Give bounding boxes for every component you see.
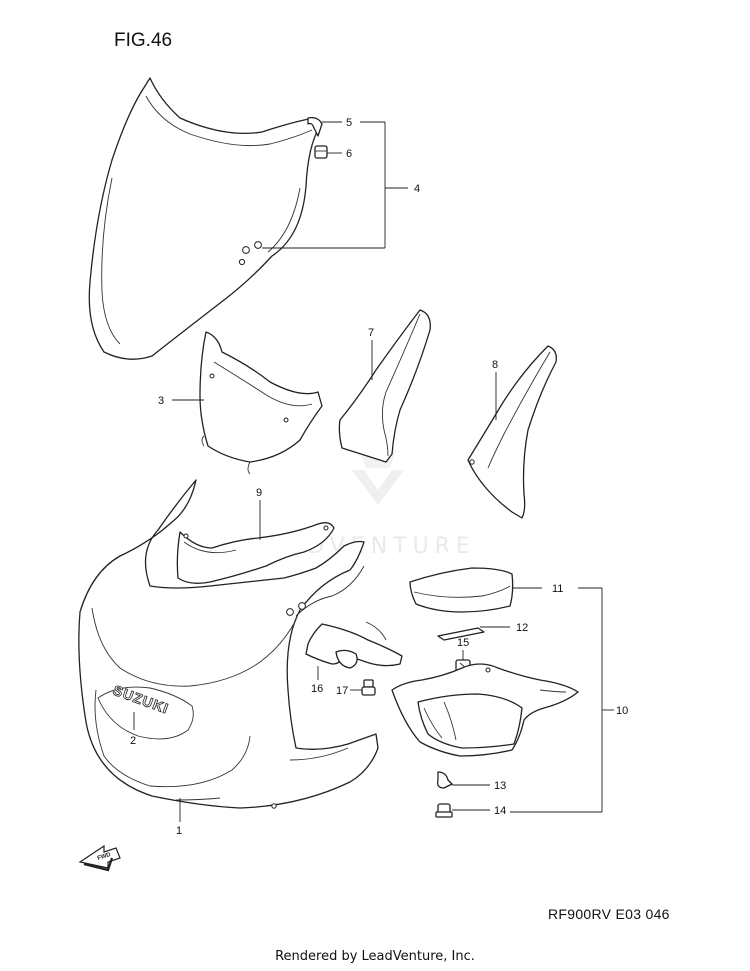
- nut-part: [435, 803, 453, 818]
- grommet-part: [314, 145, 328, 159]
- storage-pocket-part: [391, 663, 579, 757]
- callout-13: 13: [494, 780, 506, 792]
- callout-4: 4: [414, 183, 420, 195]
- callout-7: 7: [368, 327, 374, 339]
- fwd-label: FWD: [97, 852, 112, 862]
- front-cowl-part: SUZUKI: [78, 479, 379, 809]
- screw-part: [361, 679, 376, 696]
- clip-part: [436, 771, 453, 789]
- side-panel-left-part: [338, 309, 431, 463]
- windscreen-part: [88, 77, 321, 360]
- callout-3: 3: [158, 395, 164, 407]
- callout-11: 11: [552, 583, 563, 595]
- bracket-part: [305, 621, 403, 669]
- inner-panel-part: [176, 522, 335, 584]
- pocket-lid-part: [409, 567, 514, 613]
- callout-9: 9: [256, 487, 262, 499]
- side-panel-right-part: [467, 345, 557, 519]
- callout-14: 14: [494, 805, 506, 817]
- callout-8: 8: [492, 359, 498, 371]
- inner-cowl-part: [199, 331, 323, 475]
- leader-lines: [133, 121, 614, 822]
- document-code: RF900RV E03 046: [548, 906, 670, 922]
- callout-10: 10: [616, 705, 628, 717]
- callout-17: 17: [336, 685, 348, 697]
- rendered-by-footer: Rendered by LeadVenture, Inc.: [275, 949, 475, 964]
- callout-16: 16: [311, 683, 323, 695]
- callout-12: 12: [516, 622, 528, 634]
- callout-5: 5: [346, 117, 352, 129]
- trim-strip-part: [307, 116, 323, 137]
- callout-15: 15: [457, 637, 469, 649]
- callout-2: 2: [130, 735, 136, 747]
- figure-title: FIG.46: [114, 30, 173, 51]
- callout-6: 6: [346, 148, 352, 160]
- seal-strip-part: [437, 627, 485, 641]
- callout-1: 1: [176, 825, 182, 837]
- fwd-arrow-icon: FWD: [78, 844, 121, 872]
